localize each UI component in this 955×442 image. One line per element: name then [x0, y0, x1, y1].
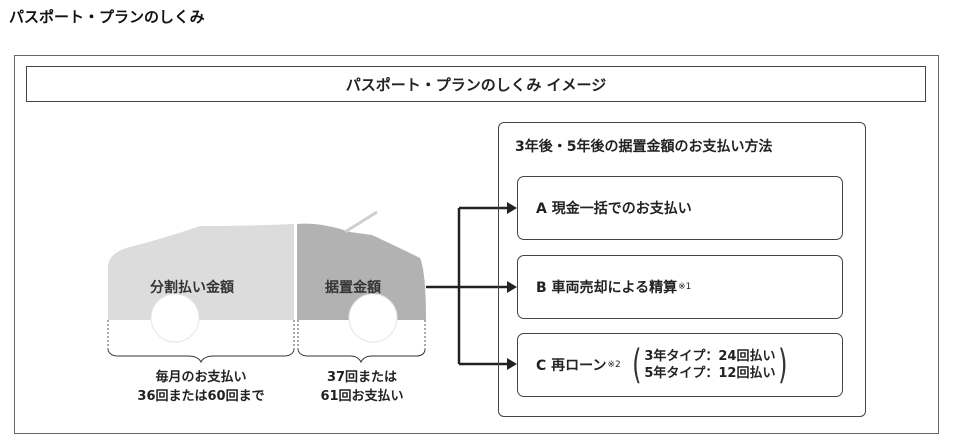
front-wheel	[348, 293, 398, 343]
branch-arrows	[426, 206, 512, 366]
option-b-trade-in: B 車両売却による精算※1	[517, 255, 843, 319]
installment-amount-label: 分割払い金額	[150, 280, 234, 296]
payment-options-heading: 3年後・5年後の据置金額のお支払い方法	[515, 139, 773, 155]
deferred-amount-label: 据置金額	[325, 280, 381, 296]
arrow-head-b	[507, 281, 517, 293]
refinance-5year: 5年タイプ：12回払い	[644, 366, 776, 381]
arrow-head-c	[507, 358, 517, 370]
rear-wheel	[150, 293, 200, 343]
refinance-3year: 3年タイプ：24回払い	[644, 349, 776, 364]
arrow-head-a	[507, 202, 517, 214]
final-payment-caption: 37回または 61回お支払い	[320, 370, 404, 404]
deferred-brace	[297, 349, 426, 364]
monthly-payment-caption: 毎月のお支払い 36回または60回まで	[137, 370, 265, 404]
refinance-types: ( 3年タイプ：24回払い 5年タイプ：12回払い )	[631, 342, 788, 388]
page-heading: パスポート・プランのしくみ	[9, 8, 205, 26]
car-antenna	[344, 210, 378, 234]
diagram-title: パスポート・プランのしくみ イメージ	[26, 66, 926, 102]
payment-options-frame	[498, 122, 866, 417]
option-c-refinance: C 再ローン※2 ( 3年タイプ：24回払い 5年タイプ：12回払い )	[517, 333, 843, 397]
car-body-deferred	[297, 223, 426, 320]
car-body-installment	[108, 224, 294, 320]
option-a-cash: A 現金一括でのお支払い	[517, 176, 843, 240]
installment-brace	[107, 349, 295, 364]
diagram-frame	[14, 55, 939, 434]
